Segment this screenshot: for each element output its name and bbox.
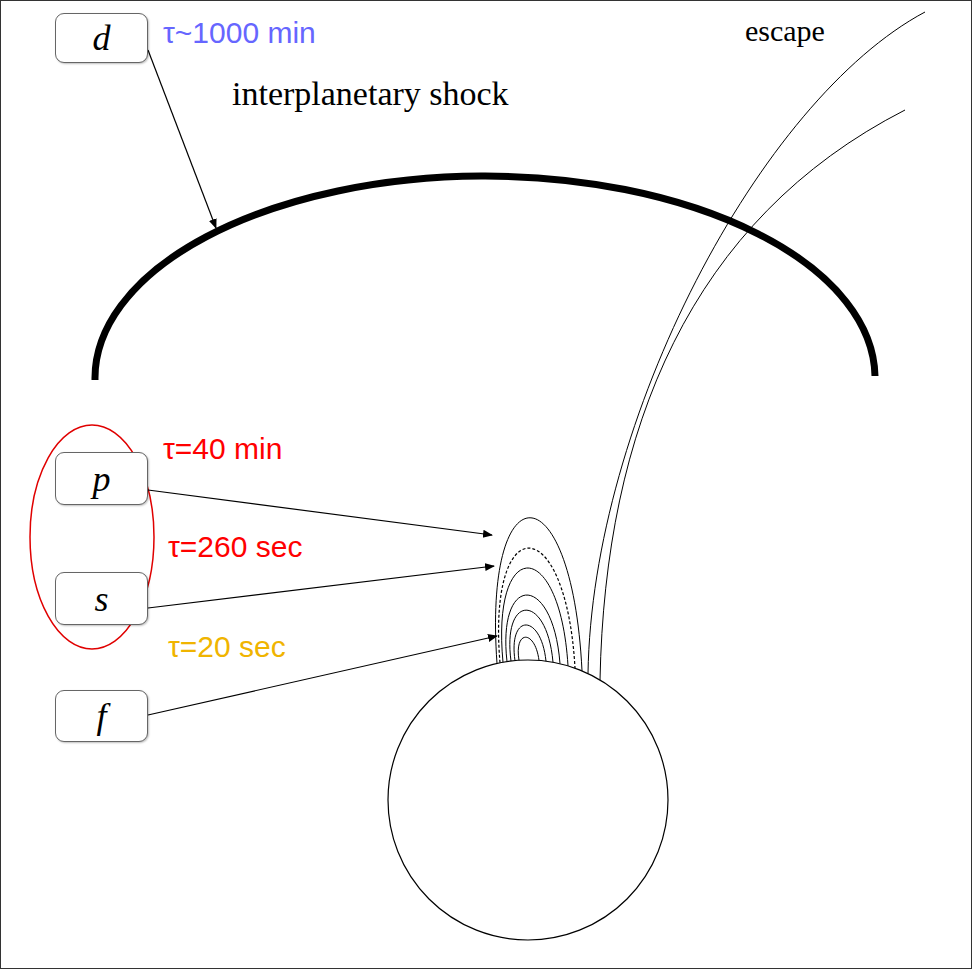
time-scale-label: τ=20 sec (168, 630, 286, 665)
escape-field-line (600, 110, 905, 680)
coronal-loop (496, 518, 582, 671)
box-letter: s (94, 581, 108, 617)
coronal-loop (502, 568, 568, 666)
time-scale-label: τ~1000 min (163, 16, 316, 51)
pointer-arrow (148, 490, 492, 535)
label-box: f (55, 690, 148, 742)
time-scale-label: τ=40 min (163, 432, 282, 467)
coronal-loop (510, 610, 553, 662)
pointer-arrow (148, 566, 494, 608)
label-box: d (55, 13, 148, 63)
region-label: interplanetary shock (232, 74, 509, 113)
coronal-loop (514, 625, 546, 661)
sun-disk (388, 660, 668, 940)
box-letter: f (96, 698, 106, 734)
label-box: s (55, 572, 148, 625)
shock-front (95, 176, 875, 380)
coronal-loop (499, 548, 575, 668)
escape-field-line (588, 12, 925, 674)
box-letter: d (93, 20, 111, 56)
pointer-arrow (148, 50, 216, 228)
box-letter: p (93, 461, 111, 497)
coronal-loop (506, 595, 560, 664)
region-label: escape (745, 14, 825, 49)
coronal-loop (518, 637, 539, 660)
label-box: p (55, 452, 148, 505)
group-ellipse (30, 425, 154, 649)
time-scale-label: τ=260 sec (168, 530, 302, 565)
